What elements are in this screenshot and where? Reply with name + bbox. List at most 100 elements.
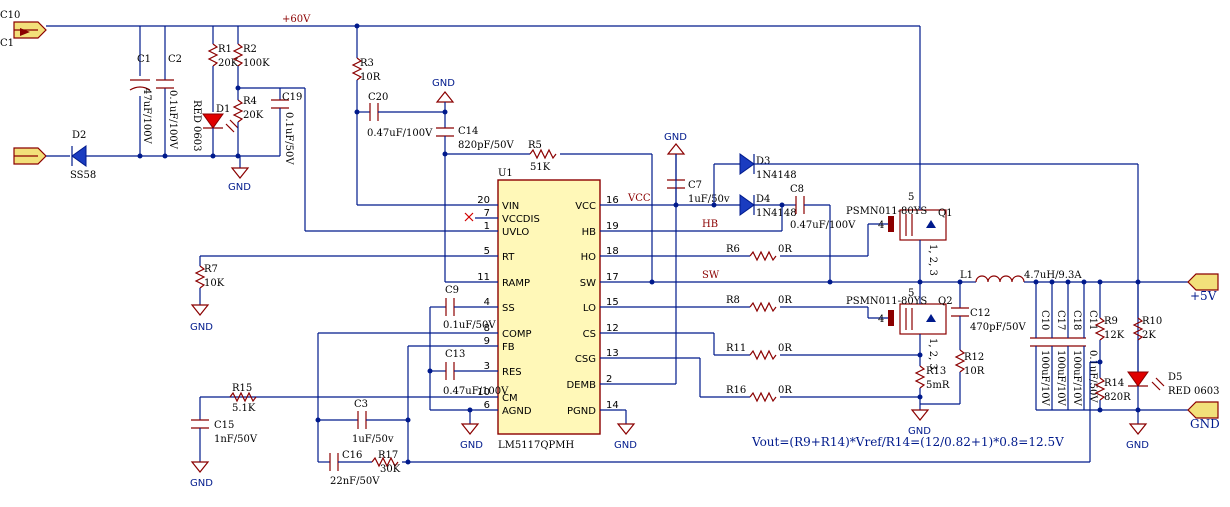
ic-pin-number: 14 [606, 400, 619, 411]
ic-left-pins: 20VIN7VCCDIS1UVLO5RT11RAMP4SS8COMP9FB3RE… [475, 195, 540, 417]
svg-text:47uF/100V: 47uF/100V [141, 88, 152, 145]
svg-text:1nF/50V: 1nF/50V [214, 434, 258, 445]
resistor-r12 [954, 349, 966, 373]
ic-pin-name: VCC [575, 201, 596, 212]
svg-text:R17: R17 [378, 450, 398, 461]
svg-text:GND: GND [432, 78, 455, 89]
svg-text:D1: D1 [216, 104, 230, 115]
svg-text:C1: C1 [137, 54, 151, 65]
svg-text:RED 0603: RED 0603 [1168, 386, 1219, 397]
svg-text:0R: 0R [778, 343, 792, 354]
svg-text:C15: C15 [214, 420, 234, 431]
ic-pin-name: COMP [502, 329, 532, 340]
net-label-vcc: VCC [627, 193, 651, 204]
resistor-r17 [371, 456, 399, 468]
ic-pin-name: RT [502, 252, 515, 263]
svg-text:10R: 10R [360, 72, 381, 83]
svg-text:1, 2, 3: 1, 2, 3 [927, 244, 938, 276]
svg-text:0.47uF/100V: 0.47uF/100V [367, 128, 433, 139]
ic-pin-number: 16 [606, 195, 619, 206]
svg-text:SS58: SS58 [70, 170, 96, 181]
svg-text:1uF/50v: 1uF/50v [688, 194, 730, 205]
gnd-symbol-agnd: GND [460, 423, 483, 451]
capacitor-c1: C1 47uF/100V [129, 54, 152, 145]
ic-pin-name: CSG [575, 354, 596, 365]
svg-text:R11: R11 [726, 343, 746, 354]
svg-text:100uF/10V: 100uF/10V [1071, 350, 1082, 407]
resistor-r9 [1094, 317, 1106, 341]
ic-pin-name: FB [502, 342, 515, 353]
ic-pin-number: 2 [606, 374, 612, 385]
resistor-r6 [749, 250, 777, 262]
diode-d4: D4 1N4148 [739, 194, 797, 219]
svg-text:GND: GND [460, 440, 483, 451]
svg-text:C11: C11 [1087, 310, 1098, 330]
ic-pin-name: SW [580, 278, 596, 289]
resistor-r10 [1132, 317, 1144, 341]
ic-pin-name: VIN [502, 201, 519, 212]
svg-text:D2: D2 [72, 130, 86, 141]
svg-text:0.1uF/50V: 0.1uF/50V [283, 112, 294, 165]
svg-text:10K: 10K [204, 278, 225, 289]
output-cap-bank: C10 C17 C18 C11 100uF/10V 100uF/10V 100u… [1030, 279, 1098, 410]
svg-text:R5: R5 [528, 140, 542, 151]
svg-text:1, 2, 3: 1, 2, 3 [927, 338, 938, 370]
svg-text:R2: R2 [243, 44, 257, 55]
connector-label-c10: C10 [0, 10, 20, 21]
ic-pin-number: 11 [477, 272, 490, 283]
svg-text:C12: C12 [970, 308, 990, 319]
resistor-r1 [207, 43, 219, 67]
svg-text:C10: C10 [1039, 310, 1050, 330]
ic-pin-name: RES [502, 367, 522, 378]
svg-text:R12: R12 [964, 352, 984, 363]
resistor-r7 [194, 265, 206, 289]
diode-d2: D2 SS58 [70, 130, 96, 181]
svg-text:2K: 2K [1142, 330, 1156, 341]
svg-text:RED 0603: RED 0603 [191, 100, 202, 151]
svg-text:30K: 30K [380, 464, 401, 475]
svg-text:R9: R9 [1104, 316, 1118, 327]
svg-text:0R: 0R [778, 244, 792, 255]
output-connector-vout: +5V [1187, 273, 1219, 303]
diode-d3: D3 1N4148 [739, 153, 797, 181]
svg-text:1uF/50v: 1uF/50v [352, 434, 394, 445]
ic-pin-name: PGND [567, 406, 596, 417]
svg-text:D4: D4 [756, 194, 770, 205]
svg-text:4: 4 [878, 220, 884, 231]
ic-pin-number: 3 [484, 361, 490, 372]
svg-text:0.47uF/100V: 0.47uF/100V [443, 386, 509, 397]
output-label-gnd: GND [1190, 417, 1220, 431]
ic-pin-name: LO [583, 303, 596, 314]
resistor-r13 [914, 365, 926, 389]
svg-text:D3: D3 [756, 156, 770, 167]
svg-text:Q2: Q2 [938, 296, 953, 307]
svg-text:R4: R4 [243, 96, 257, 107]
svg-text:L1: L1 [960, 270, 973, 281]
gnd-symbol-c20: GND [432, 78, 455, 128]
gnd-symbol-pgnd: GND [614, 423, 637, 451]
svg-text:0R: 0R [778, 385, 792, 396]
input-connector-top: C10 C1 [0, 10, 47, 49]
gnd-symbol-c15: GND [190, 461, 213, 489]
input-connector-bottom [13, 147, 47, 165]
vout-formula: Vout=(R9+R14)*Vref/R14=(12/0.82+1)*0.8=1… [751, 435, 1064, 449]
svg-text:R13: R13 [926, 366, 946, 377]
svg-text:51K: 51K [530, 162, 551, 173]
svg-text:GND: GND [1126, 440, 1149, 451]
net-label-sw: SW [702, 270, 720, 281]
ic-right-pins: 16VCC19HB18HO17SW15LO12CS13CSG2DEMB14PGN… [566, 195, 622, 417]
ic-pin-name: SS [502, 303, 515, 314]
ic-pin-number: 4 [484, 297, 490, 308]
ic-pin-name: RAMP [502, 278, 530, 289]
svg-text:C20: C20 [368, 92, 388, 103]
svg-text:100uF/10V: 100uF/10V [1055, 350, 1066, 407]
svg-text:1N4148: 1N4148 [756, 208, 797, 219]
svg-text:GND: GND [614, 440, 637, 451]
ic-pin-ss: 4SS [475, 297, 515, 314]
mosfet-q2: PSMN011-80YS Q2 4 5 1, 2, 3 [846, 288, 953, 370]
svg-text:R1: R1 [218, 44, 232, 55]
